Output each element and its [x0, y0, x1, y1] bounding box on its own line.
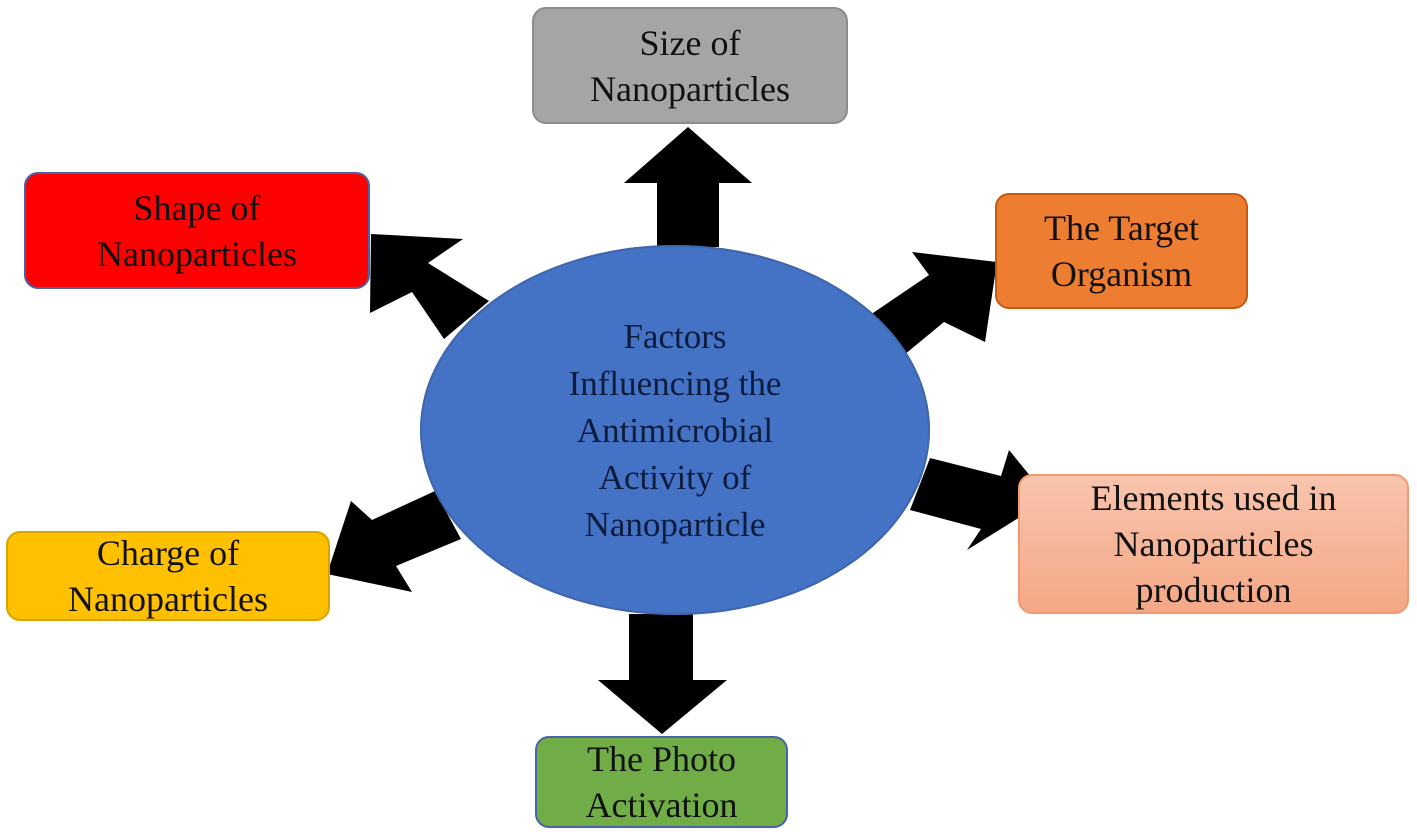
node-label-line: Nanoparticles: [1113, 524, 1314, 564]
center-topic-ellipse: Factors Influencing the Antimicrobial Ac…: [420, 245, 930, 615]
arrow-to-size: [624, 127, 752, 247]
center-line: Antimicrobial: [576, 410, 774, 450]
arrow-to-shape: [370, 234, 489, 339]
arrow-to-target: [870, 252, 997, 355]
node-label-line: Nanoparticles: [97, 233, 297, 274]
node-label-line: The Target: [1043, 208, 1200, 248]
node-label-line: production: [1135, 570, 1292, 610]
center-line: Activity of: [598, 457, 752, 497]
node-charge-of-nanoparticles: Charge of Nanoparticles: [6, 531, 330, 621]
node-label-line: Size of: [639, 22, 741, 63]
node-label-line: Organism: [1050, 254, 1193, 294]
node-label-line: Elements used in: [1090, 478, 1337, 518]
arrow-to-elements: [910, 450, 1049, 550]
arrow-to-charge: [327, 491, 461, 592]
node-label-line: The Photo: [587, 739, 736, 779]
node-label-line: Shape of: [133, 187, 261, 228]
node-target-organism: The Target Organism: [995, 193, 1248, 309]
node-elements-used: Elements used in Nanoparticles productio…: [1018, 474, 1409, 614]
center-line: Nanoparticle: [584, 504, 766, 544]
center-topic-text: Factors Influencing the Antimicrobial Ac…: [525, 313, 825, 548]
node-label-line: Nanoparticles: [68, 579, 268, 619]
node-label-line: Charge of: [96, 533, 240, 573]
node-shape-of-nanoparticles: Shape of Nanoparticles: [24, 172, 370, 289]
node-label-line: Nanoparticles: [590, 68, 790, 109]
node-label-line: Activation: [585, 785, 738, 825]
node-photo-activation: The Photo Activation: [535, 736, 788, 828]
center-line: Factors: [623, 316, 727, 356]
arrow-to-photo: [598, 614, 727, 734]
node-size-of-nanoparticles: Size of Nanoparticles: [532, 7, 848, 124]
center-line: Influencing the: [568, 363, 782, 403]
